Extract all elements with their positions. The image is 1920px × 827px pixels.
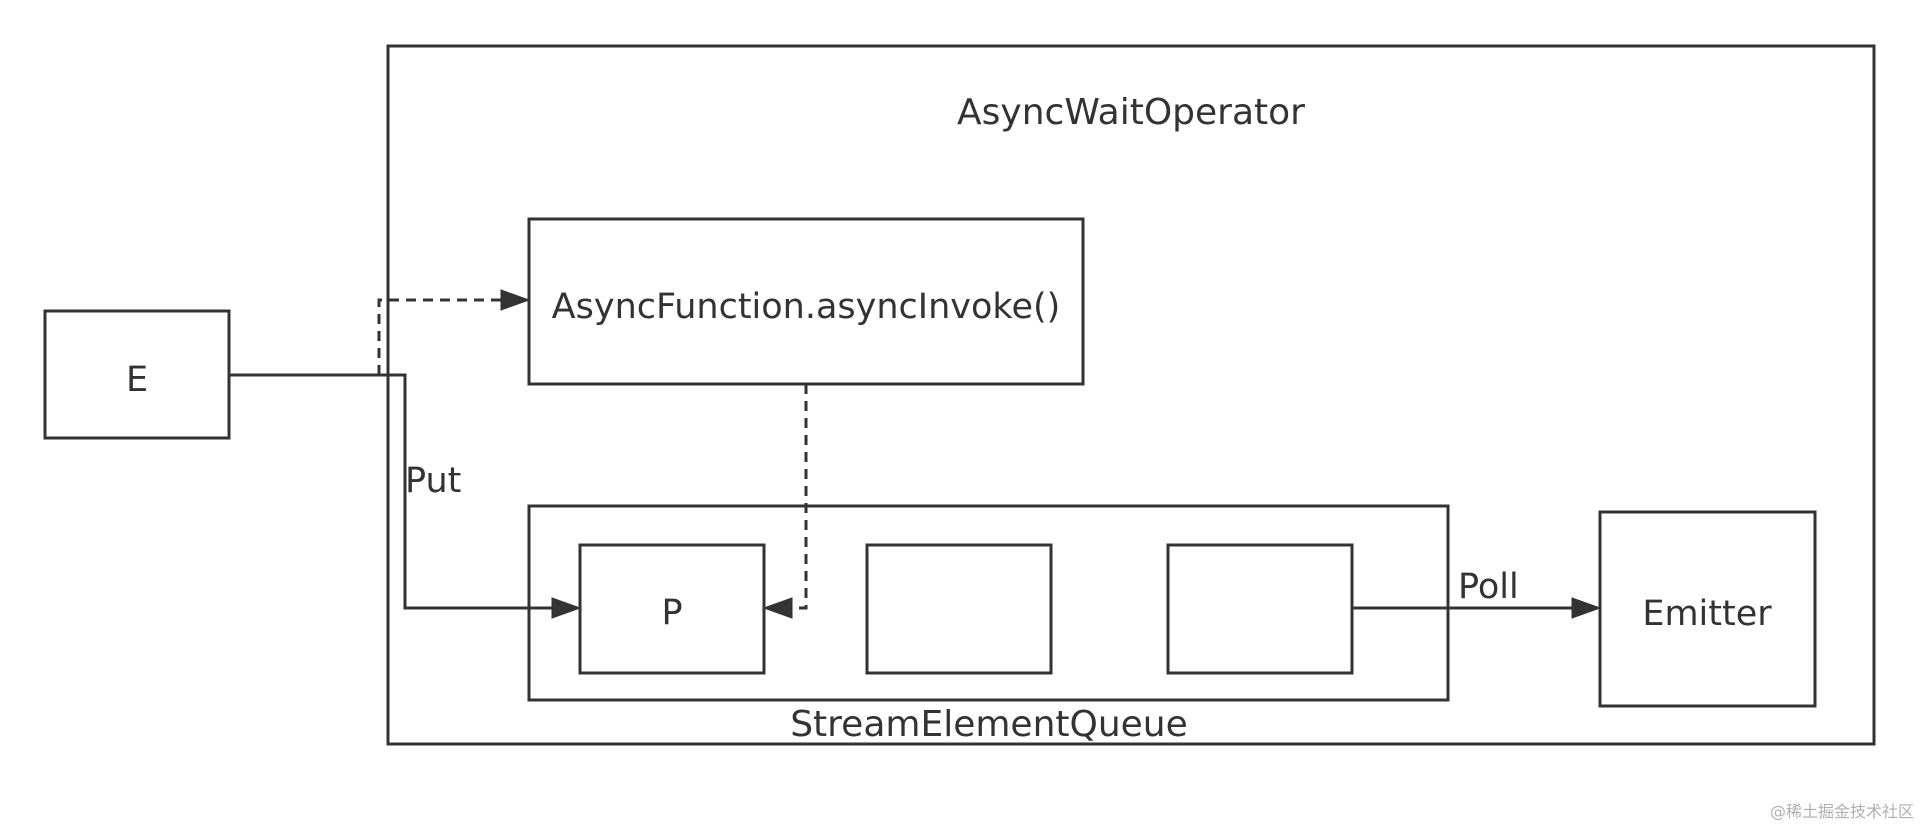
queue-slot-2 <box>865 543 1053 675</box>
invoke-dashed-connector <box>377 298 505 375</box>
poll-arrowhead <box>1571 597 1602 619</box>
complete-arrowhead <box>762 597 793 619</box>
stream-element-queue-label: StreamElementQueue <box>790 704 1188 745</box>
queue-slot-promise <box>578 543 766 675</box>
async-function-label: AsyncFunction.asyncInvoke() <box>552 287 1061 327</box>
operator-title: AsyncWaitOperator <box>957 92 1305 133</box>
put-connector <box>229 373 555 610</box>
emitter-label: Emitter <box>1642 594 1772 634</box>
poll-label: Poll <box>1458 567 1519 607</box>
async-function-box <box>527 217 1085 386</box>
queue-slot-promise-label: P <box>661 593 682 633</box>
put-label: Put <box>405 461 461 501</box>
queue-slot-3 <box>1166 543 1354 675</box>
invoke-arrowhead <box>500 289 531 311</box>
complete-dashed-connector <box>790 384 808 610</box>
input-element-box <box>43 309 231 440</box>
put-arrowhead <box>551 597 582 619</box>
input-element-label: E <box>126 360 148 400</box>
emitter-box <box>1598 510 1817 708</box>
watermark-text: @稀土掘金技术社区 <box>1770 802 1914 821</box>
